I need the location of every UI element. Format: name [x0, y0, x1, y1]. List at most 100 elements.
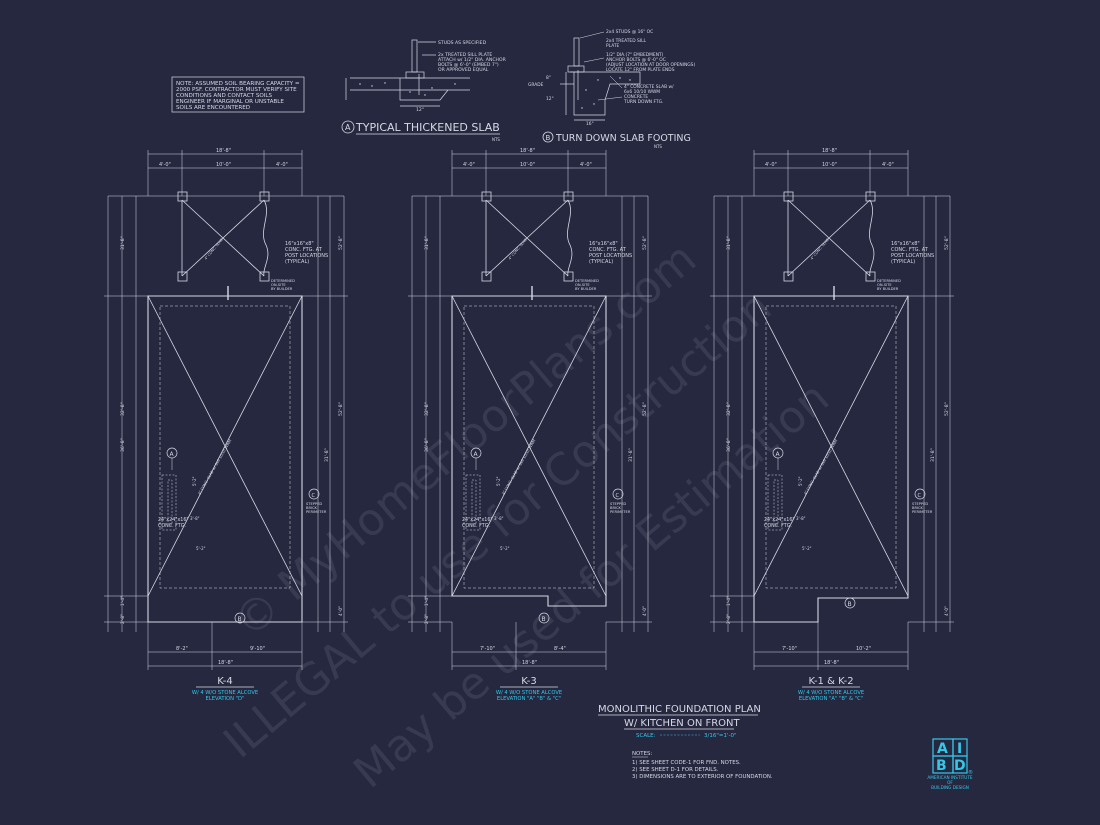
- detail-a-callout: BOLTS @ 6'-0" (EMBED 7"): [438, 62, 499, 68]
- right-dim: 52'-8": [944, 402, 950, 416]
- determined-note: ON-SITE: [877, 283, 892, 287]
- post-footing: [783, 191, 794, 202]
- porch-diagonal: [485, 199, 569, 277]
- detail-b-callout: 1/2" DIA.(7" EMBEDMENT): [606, 52, 664, 58]
- determined-note: BY BUILDER: [271, 287, 293, 291]
- detail-a-dim: 12": [416, 107, 424, 113]
- top-left-dim: 4'-0": [159, 162, 171, 168]
- detail-a-callout: STUDS AS SPECIFIED: [438, 40, 487, 46]
- pier-footing-note: 24"x24"x16": [158, 517, 189, 523]
- plan-title-line-1: MONOLITHIC FOUNDATION PLAN: [598, 704, 761, 715]
- detail-b-marker-letter: B: [546, 134, 551, 142]
- section-bubble-letter: C: [616, 493, 620, 499]
- determined-note: BY BUILDER: [877, 287, 899, 291]
- post-footing-note: (TYPICAL): [891, 259, 915, 265]
- detail-b-callout: 2x4 TREATED SILL: [606, 38, 647, 44]
- foundation-plans: 18'-8" 4'-0" 10'-0" 4'-0" 4" CONC. SLAB 16"x1…: [104, 148, 954, 702]
- left-dim: 2'-8": [120, 614, 125, 624]
- stepped-note: BRICK: [912, 506, 924, 510]
- plan-subtitle: W/ 4 W/O STONE ALCOVE: [192, 690, 258, 696]
- left-dim: 31'-8": [120, 236, 126, 250]
- post-footing-note: 16"x16"x8": [285, 241, 314, 247]
- scale-value: 3/16"=1'-0": [704, 733, 737, 739]
- post-footing: [563, 271, 574, 282]
- left-dim: 31'-8": [424, 236, 430, 250]
- note-line: 2000 PSF. CONTRACTOR MUST VERIFY SITE: [176, 87, 297, 93]
- right-dim: 4'-0": [642, 606, 647, 616]
- bottom-overall-dim: 18'-8": [218, 660, 233, 666]
- porch-slab-note: 4" CONC. SLAB: [508, 237, 528, 260]
- inner-dim: 5'-2": [192, 476, 197, 486]
- detail-a-thickened-slab: [345, 39, 470, 107]
- inner-dim: 3'-8": [494, 516, 504, 521]
- stepped-note: PERIMETER: [306, 510, 327, 514]
- porch-diagonal: [787, 199, 871, 277]
- top-right-dim: 4'-0": [882, 162, 894, 168]
- stepped-note: PERIMETER: [610, 510, 631, 514]
- detail-b-dim: 12": [546, 96, 554, 102]
- porch-slab-note: 4" CONC. SLAB: [204, 237, 224, 260]
- section-bubble-letter: C: [312, 493, 316, 499]
- top-right-dim: 4'-0": [276, 162, 288, 168]
- logo-letter: D: [954, 758, 966, 774]
- post-footing: [481, 271, 492, 282]
- section-bubble-letter: C: [918, 493, 922, 499]
- pier-footing-note: 24"x24"x16": [462, 517, 493, 523]
- detail-b-callout: ANCHOR BOLTS @ 6'-0" OC: [606, 57, 666, 63]
- thickened-slab-line: [765, 305, 897, 589]
- post-footing-note: POST LOCATIONS: [589, 253, 632, 259]
- detail-b-callouts: 2x4 STUDS @ 16" OC 2x4 TREATED SILL PLAT…: [528, 29, 695, 127]
- detail-b-callout: (ADJUST LOCATION AT DOOR OPENINGS): [606, 62, 695, 68]
- detail-b-callout: 2x4 STUDS @ 16" OC: [606, 29, 653, 35]
- stepped-note: PERIMETER: [912, 510, 933, 514]
- thickened-slab-line: [159, 305, 291, 589]
- bottom-right-dim: 10'-2": [856, 646, 871, 652]
- porch-edge: [485, 199, 573, 277]
- right-dim: 31'-8": [930, 448, 936, 462]
- determined-note: DETERMINED: [877, 279, 901, 283]
- note-frame: [171, 76, 305, 113]
- right-dim: 52'-8": [338, 402, 344, 416]
- stepped-note: BRICK: [610, 506, 622, 510]
- detail-b-callout: 6x6 10/10 WWM: [624, 89, 660, 95]
- left-dim: 36'-8": [120, 438, 126, 452]
- detail-a-callout: 2x TREATED SILL PLATE: [438, 52, 492, 58]
- porch-edge: [181, 199, 269, 277]
- top-overall-dim: 18'-8": [216, 148, 231, 154]
- stepped-note: BRICK: [306, 506, 318, 510]
- soil-note: NOTE: ASSUMED SOIL BEARING CAPACITY = 20…: [171, 76, 305, 113]
- pier-footing-note: 24"x24"x16": [764, 517, 795, 523]
- post-footing-note: 16"x16"x8": [891, 241, 920, 247]
- determined-note: ON-SITE: [271, 283, 286, 287]
- logo-mark: ®: [968, 769, 973, 776]
- detail-a-title: A TYPICAL THICKENED SLAB NTS: [341, 120, 500, 142]
- right-dim: 4'-0": [944, 606, 949, 616]
- inner-dim: 5'-2": [798, 476, 803, 486]
- top-overall-dim: 18'-8": [520, 148, 535, 154]
- detail-b-title: B TURN DOWN SLAB FOOTING NTS: [542, 131, 691, 149]
- note-line: NOTE: ASSUMED SOIL BEARING CAPACITY =: [176, 81, 300, 87]
- aibd-logo: A I B D ® AMERICAN INSTITUTE OF BUILDING…: [927, 738, 973, 790]
- post-footing-note: (TYPICAL): [589, 259, 613, 265]
- alcove-footing: [465, 474, 481, 531]
- title-block: MONOLITHIC FOUNDATION PLAN W/ KITCHEN ON…: [598, 704, 761, 739]
- note-line: CONDITIONS AND CONTACT SOILS: [176, 93, 273, 99]
- top-left-dim: 4'-0": [463, 162, 475, 168]
- post-footing: [259, 271, 270, 282]
- left-dim: 31'-8": [726, 236, 732, 250]
- inner-dim: 3'-8": [190, 516, 200, 521]
- section-bubble-letter: A: [170, 451, 175, 458]
- top-mid-dim: 10'-0": [520, 162, 535, 168]
- logo-letter: I: [957, 741, 962, 757]
- stepped-note: STEPPED: [306, 502, 322, 506]
- porch-slab-note: 4" CONC. SLAB: [810, 237, 830, 260]
- logo-line-1: AMERICAN INSTITUTE: [927, 775, 973, 780]
- slab-note: 4" CONC. SLAB w/ 6x6 10/10 WWM: [803, 439, 838, 496]
- section-bubble-b: [234, 612, 246, 624]
- right-dim: 52'-8": [338, 236, 344, 250]
- post-footing: [563, 191, 574, 202]
- post-footing: [177, 271, 188, 282]
- determined-note: DETERMINED: [271, 279, 295, 283]
- detail-b-callout: LOCATE 12" FROM PLATE ENDS: [606, 67, 675, 73]
- left-dim: 2'-8": [726, 614, 731, 624]
